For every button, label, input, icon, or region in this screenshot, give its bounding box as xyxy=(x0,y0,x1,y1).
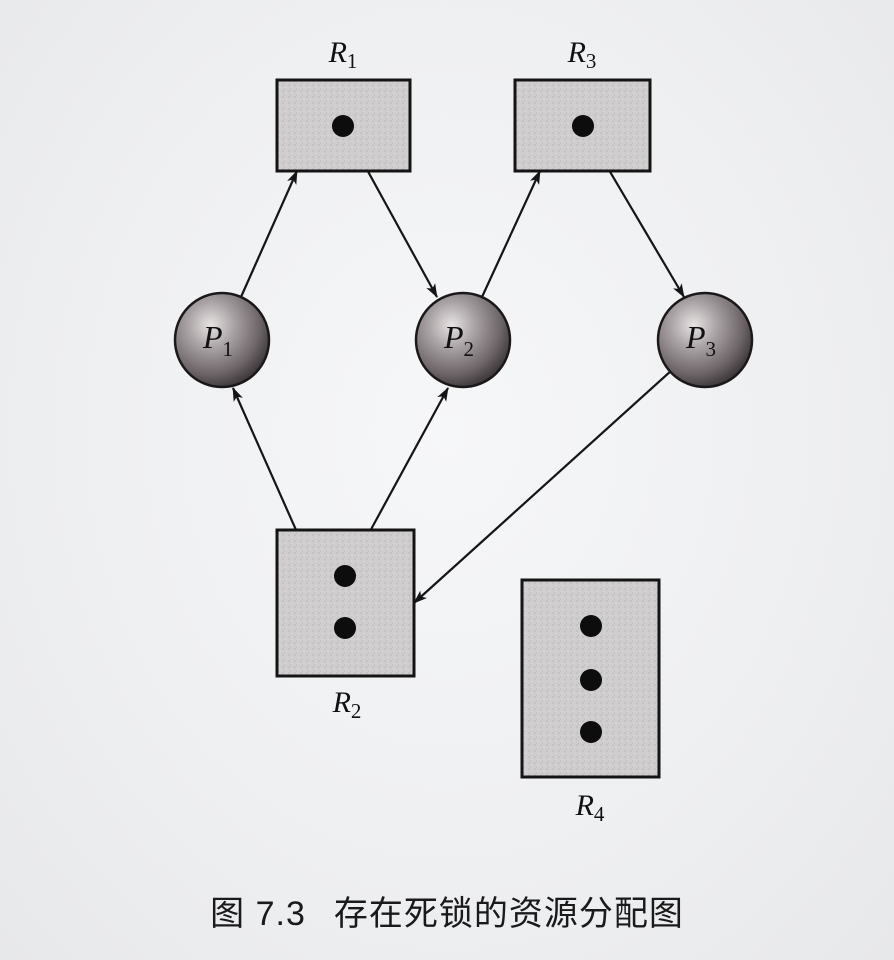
process-label-p1: P1 xyxy=(202,319,233,361)
process-p3: P3 xyxy=(656,291,754,389)
process-p1: P1 xyxy=(173,291,271,389)
resource-instance-dot xyxy=(580,669,602,691)
resource-instance-dot xyxy=(332,115,354,137)
resource-instance-dot xyxy=(334,565,356,587)
resource-r4 xyxy=(520,578,661,779)
resource-instance-dot xyxy=(580,615,602,637)
resource-label-r2: R2 xyxy=(332,686,362,723)
process-node-p3 xyxy=(656,291,754,389)
process-label-p3: P3 xyxy=(685,319,716,361)
resource-label-r3: R3 xyxy=(567,36,597,73)
edge-p1-to-r1-request xyxy=(239,170,299,298)
resource-label-r1: R1 xyxy=(328,36,358,73)
resource-instance-dot xyxy=(572,115,594,137)
process-label-p2: P2 xyxy=(443,319,474,361)
caption-number: 图 7.3 xyxy=(210,895,306,933)
resource-label-r4: R4 xyxy=(575,789,605,826)
resource-r2 xyxy=(275,528,416,678)
resource-instance-dot xyxy=(334,617,356,639)
resource-r1 xyxy=(275,78,412,173)
edge-p2-to-r3-request xyxy=(481,170,541,298)
resource-r3 xyxy=(513,78,652,173)
figure-caption: 图 7.3 存在死锁的资源分配图 xyxy=(0,886,894,935)
edge-p3-to-r2-request xyxy=(413,369,673,604)
process-node-p1 xyxy=(173,291,271,389)
caption-title: 存在死锁的资源分配图 xyxy=(333,894,684,934)
processes-layer: P1 P2 P3 xyxy=(173,291,754,389)
process-node-p2 xyxy=(414,291,512,389)
resource-instance-dot xyxy=(580,721,602,743)
resource-box-r2 xyxy=(275,528,416,678)
process-p2: P2 xyxy=(414,291,512,389)
resources-layer xyxy=(275,78,661,779)
